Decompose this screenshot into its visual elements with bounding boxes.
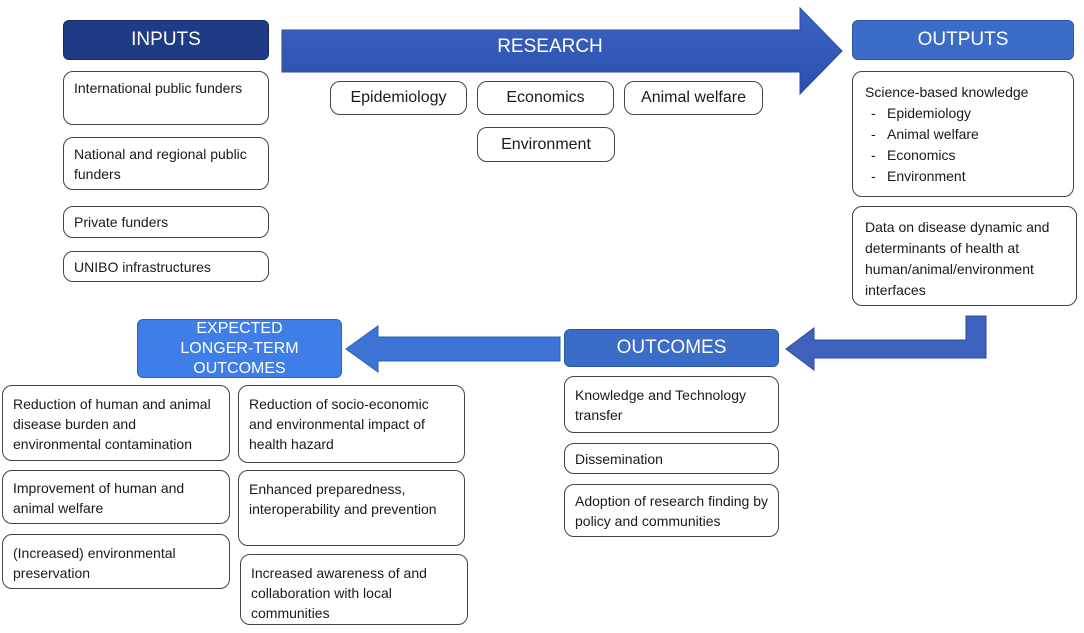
research-item-economics: Economics	[477, 81, 614, 115]
inputs-header: INPUTS	[63, 20, 269, 60]
outputs-knowledge-title: Science-based knowledge	[865, 84, 1029, 100]
outputs-knowledge-list: Epidemiology Animal welfare Economics En…	[865, 103, 1061, 187]
longer-term-left-item: (Increased) environmental preservation	[2, 534, 230, 589]
longer-term-right-item: Increased awareness of and collaboration…	[240, 554, 468, 625]
outputs-knowledge-item: Animal welfare	[871, 124, 1061, 145]
longer-term-left-item: Reduction of human and animal disease bu…	[2, 385, 230, 461]
input-item-unibo: UNIBO infrastructures	[63, 251, 269, 282]
outputs-knowledge-box: Science-based knowledge Epidemiology Ani…	[852, 71, 1074, 197]
outputs-to-outcomes-arrow	[785, 315, 987, 371]
longer-term-left-item: Improvement of human and animal welfare	[2, 470, 230, 524]
outcome-item-dissemination: Dissemination	[564, 443, 779, 474]
research-arrow	[281, 6, 843, 96]
input-item-international: International public funders	[63, 71, 269, 125]
outputs-knowledge-item: Epidemiology	[871, 103, 1061, 124]
outcome-item-adoption: Adoption of research finding by policy a…	[564, 484, 779, 537]
longer-term-header: EXPECTED LONGER-TERM OUTCOMES	[137, 319, 342, 378]
outputs-header: OUTPUTS	[852, 20, 1074, 60]
outcomes-to-longer-term-arrow	[345, 325, 561, 373]
input-item-national: National and regional public funders	[63, 137, 269, 190]
research-item-environment: Environment	[477, 127, 615, 162]
outcomes-header: OUTCOMES	[564, 329, 779, 367]
longer-term-right-item: Reduction of socio-economic and environm…	[238, 385, 465, 463]
outcome-item-knowledge-transfer: Knowledge and Technology transfer	[564, 376, 779, 433]
research-title: RESEARCH	[497, 36, 603, 57]
longer-term-right-item: Enhanced preparedness, interoperability …	[238, 470, 465, 546]
research-item-epidemiology: Epidemiology	[330, 81, 467, 115]
input-item-private: Private funders	[63, 206, 269, 238]
outputs-knowledge-item: Environment	[871, 166, 1061, 187]
outputs-knowledge-item: Economics	[871, 145, 1061, 166]
research-item-animal-welfare: Animal welfare	[624, 81, 763, 115]
outputs-data-box: Data on disease dynamic and determinants…	[852, 206, 1077, 306]
